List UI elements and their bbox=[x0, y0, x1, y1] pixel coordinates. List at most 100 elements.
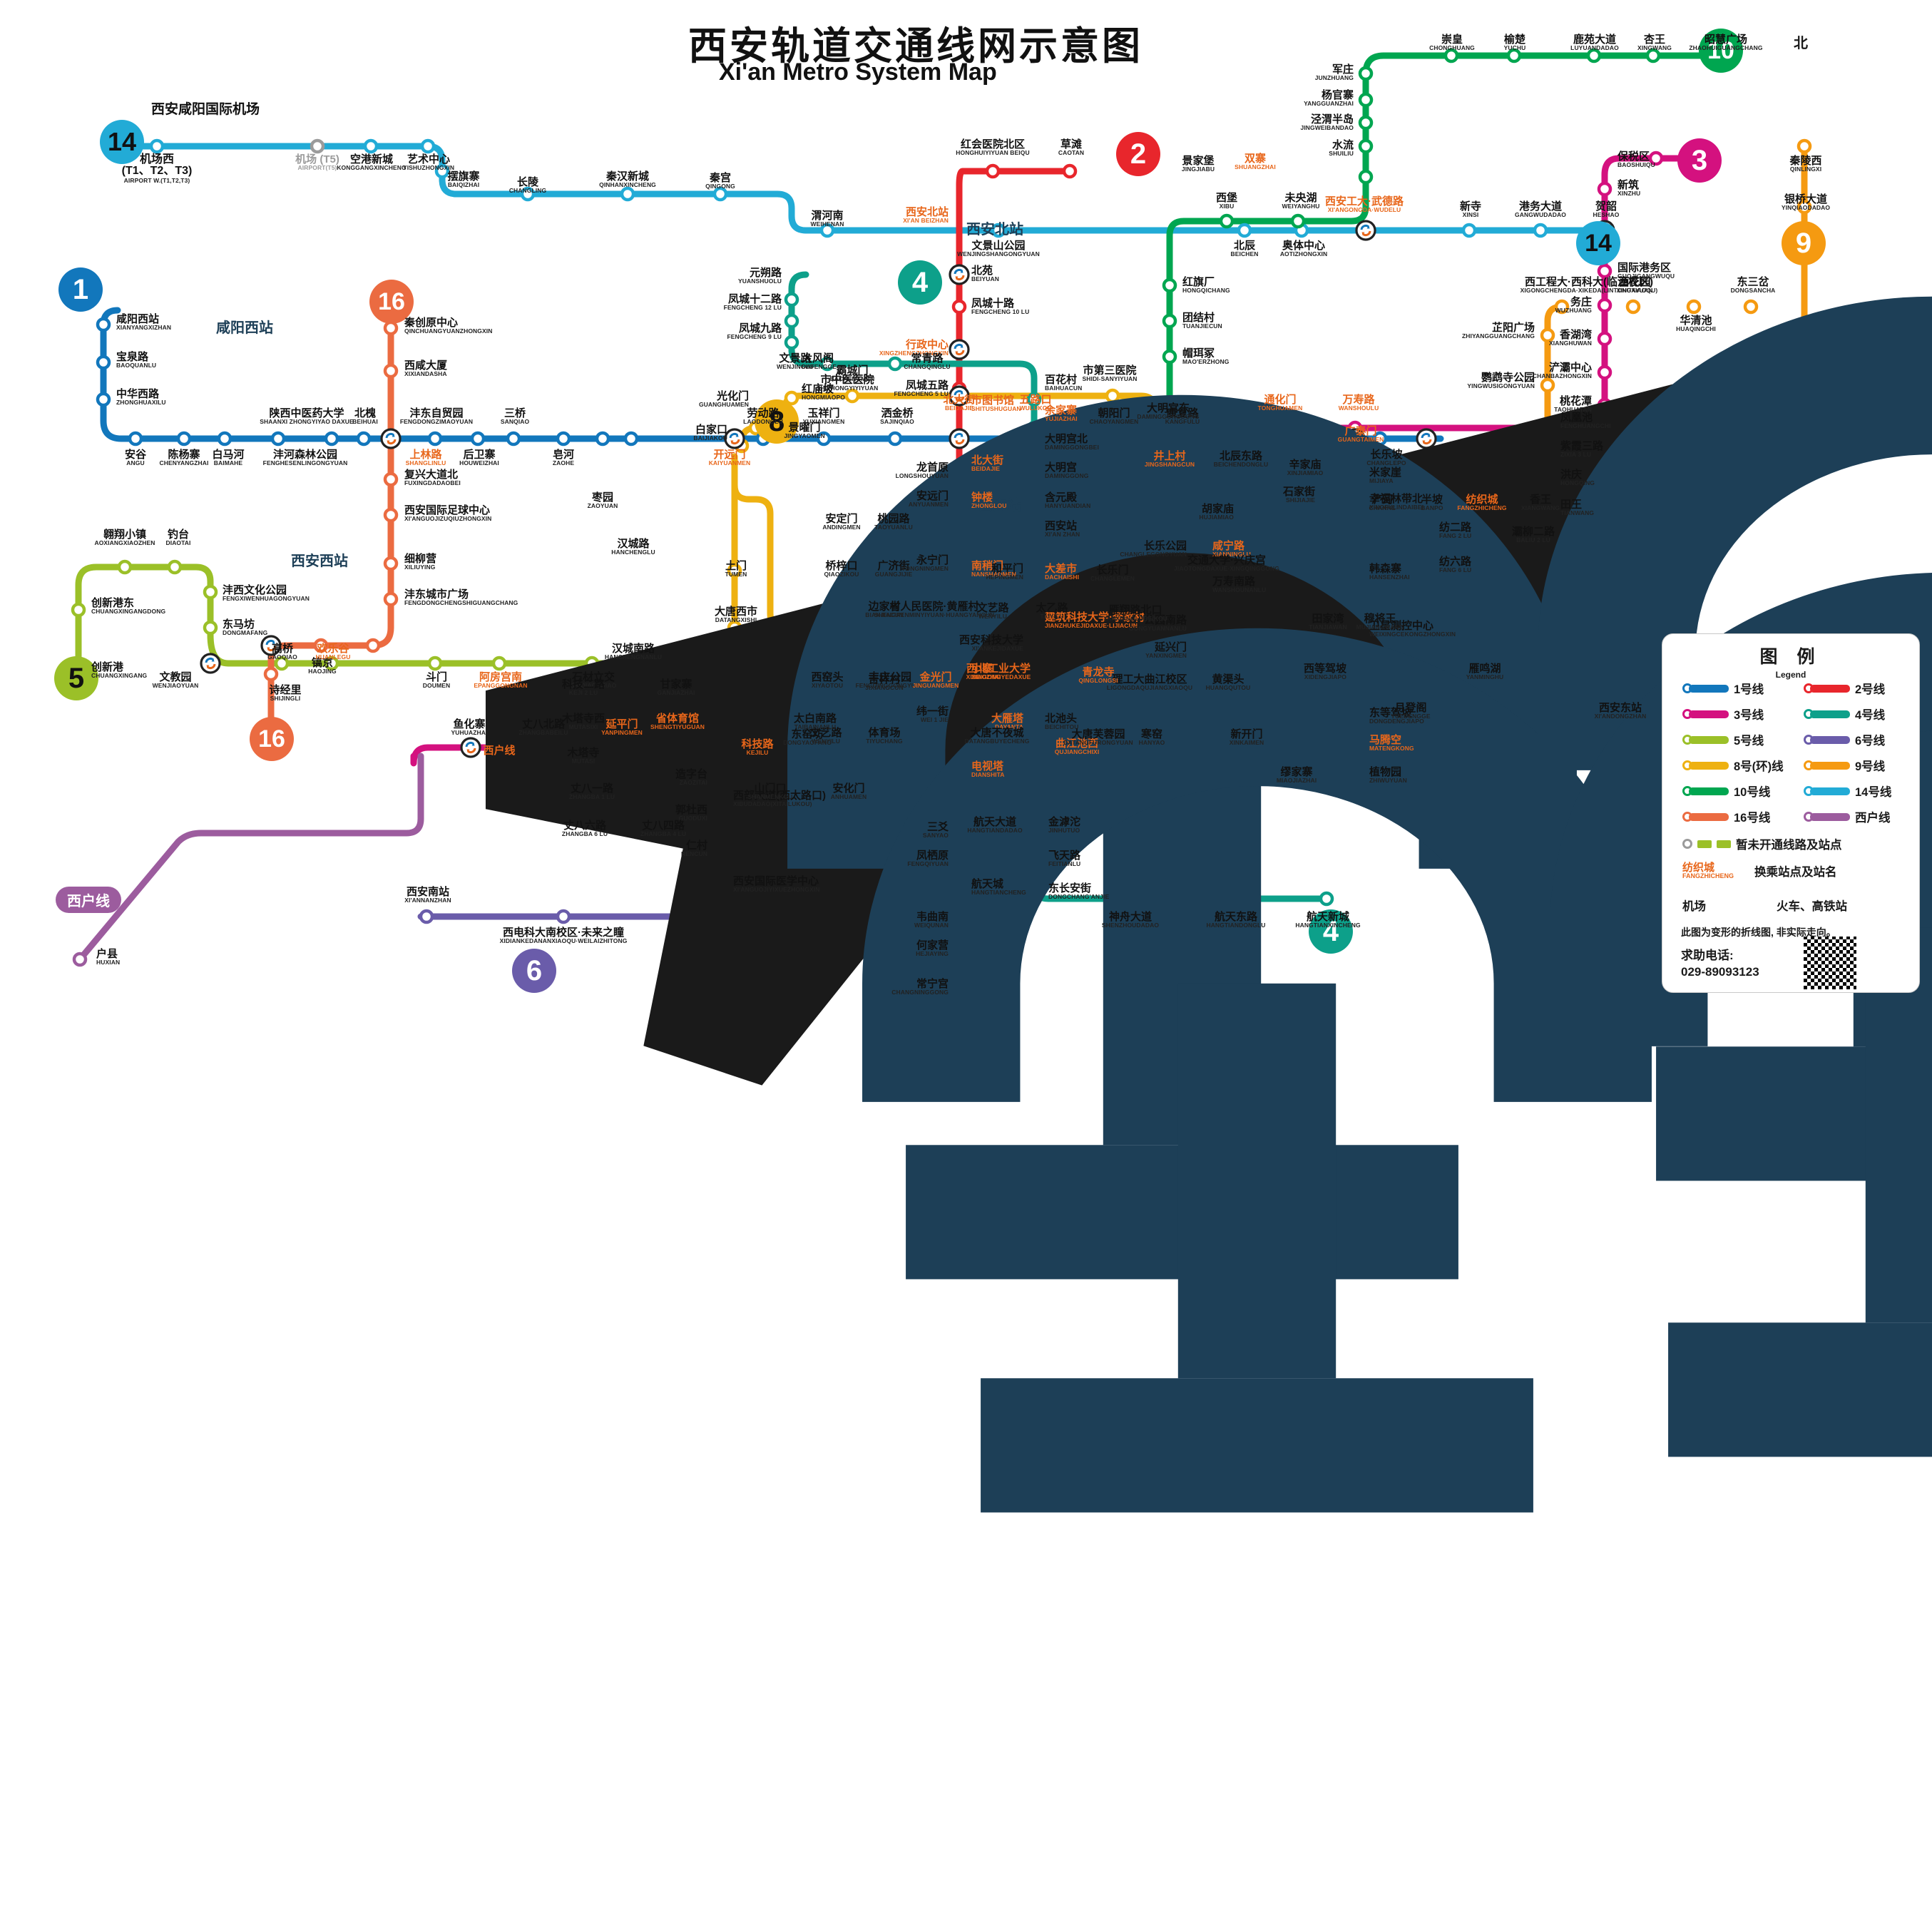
legend-stub-xihu bbox=[1810, 812, 1850, 821]
page-title: 西安轨道交通线网示意图 bbox=[688, 25, 1143, 68]
legend-line-9[interactable]: 9号线 bbox=[1804, 757, 1885, 774]
legend-line-8[interactable]: 8号(环)线 bbox=[1682, 757, 1784, 774]
rail-marker-xianyangxi: 咸阳西站 bbox=[216, 316, 1577, 1280]
legend-stub-16 bbox=[1689, 812, 1729, 821]
legend-line-1[interactable]: 1号线 bbox=[1682, 680, 1764, 697]
railway-icon bbox=[1777, 897, 1932, 1923]
line-2-path bbox=[956, 168, 1073, 995]
legend-stub-5 bbox=[1689, 735, 1729, 744]
legend-stub-1 bbox=[1689, 684, 1729, 693]
legend-note: 此图为变形的折线图, 非实际走向。 bbox=[1681, 927, 1836, 938]
airport-name-label: 西安咸阳国际机场 bbox=[151, 102, 260, 117]
legend-line-16[interactable]: 16号线 bbox=[1682, 808, 1770, 825]
legend-line-3[interactable]: 3号线 bbox=[1682, 705, 1764, 723]
line-badge-16-north: 16 bbox=[369, 280, 414, 324]
legend-line-6[interactable]: 6号线 bbox=[1804, 731, 1885, 748]
legend-line-5[interactable]: 5号线 bbox=[1682, 731, 1764, 748]
legend-help-phone: 029-89093123 bbox=[1681, 964, 1759, 979]
legend-line-xihu[interactable]: 西户线 bbox=[1804, 808, 1891, 825]
xihu-line-pill: 西户线 bbox=[56, 887, 121, 913]
line-14-path bbox=[128, 143, 1608, 234]
legend-label-8: 8号(环)线 bbox=[1734, 760, 1784, 773]
station-label-jichangxi: 机场西(T1、T2、T3) AIRPORT W.(T1,T2,T3) bbox=[121, 153, 193, 184]
legend-airport: 机场 bbox=[1682, 897, 1706, 914]
legend-line-10[interactable]: 10号线 bbox=[1682, 782, 1770, 800]
legend-line-2[interactable]: 2号线 bbox=[1804, 680, 1885, 697]
legend-line-14[interactable]: 14号线 bbox=[1804, 782, 1891, 800]
legend-panel: 图 例 Legend 1号线 2号线 3号线 4号线 5号线 6号线 8号(环)… bbox=[1662, 633, 1920, 993]
legend-stub-8 bbox=[1689, 761, 1729, 770]
legend-label-interchange: 换乘站点及站名 bbox=[1754, 866, 1837, 879]
legend-line-4[interactable]: 4号线 bbox=[1804, 705, 1885, 723]
station-label-jichang-t5: 机场 (T5)AIRPORT(T5) bbox=[295, 153, 339, 172]
